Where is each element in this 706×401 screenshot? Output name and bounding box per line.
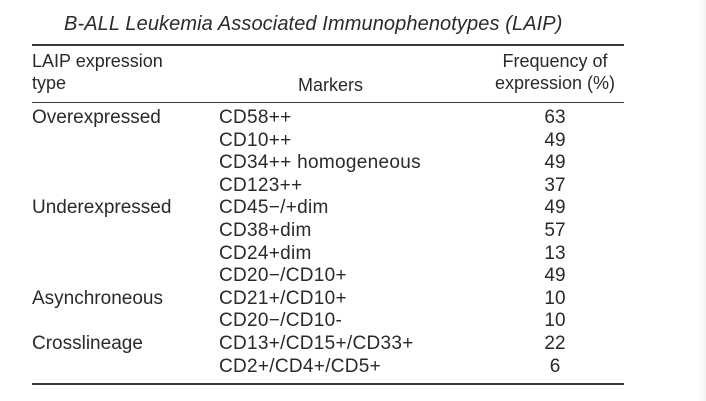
row-type: Underexpressed: [32, 197, 172, 219]
header-laip-type-line2: type: [32, 73, 67, 93]
table-caption: B-ALL Leukemia Associated Immunophenotyp…: [64, 13, 563, 35]
row-marker: CD38+dim: [219, 219, 312, 241]
table-row: CD123++ 37: [32, 175, 624, 198]
slide-edge-shadow: [698, 0, 706, 401]
row-type: Overexpressed: [32, 107, 161, 128]
row-frequency: 22: [544, 332, 566, 354]
table-row: CD10++ 49: [32, 130, 624, 153]
row-frequency: 57: [544, 219, 566, 241]
row-marker: CD10++: [219, 129, 292, 151]
laip-table: B-ALL Leukemia Associated Immunophenotyp…: [32, 12, 624, 386]
header-markers: Markers: [298, 75, 364, 95]
table-row: Overexpressed CD58++ 63: [32, 107, 624, 130]
row-marker: CD2+/CD4+/CD5+: [219, 355, 382, 377]
row-marker: CD45−/+dim: [219, 197, 329, 219]
table-row: CD20−/CD10+ 49: [32, 265, 624, 288]
header-laip-type: LAIP expression type: [32, 50, 202, 94]
header-frequency: Frequency of expression (%): [486, 50, 624, 94]
row-marker: CD21+/CD10+: [219, 287, 347, 309]
row-frequency: 10: [544, 310, 566, 332]
table-row: CD24+dim 13: [32, 243, 624, 266]
row-marker: CD20−/CD10-: [219, 310, 343, 332]
table-row: Underexpressed CD45−/+dim 49: [32, 197, 624, 220]
row-frequency: 49: [544, 129, 566, 151]
row-marker: CD34++ homogeneous: [219, 152, 421, 174]
bottom-rule: [32, 383, 624, 386]
table-row: CD20−/CD10- 10: [32, 310, 624, 333]
header-frequency-line2: expression (%): [494, 73, 616, 93]
table-row: CD38+dim 57: [32, 220, 624, 243]
header-frequency-line1: Frequency of: [502, 51, 608, 71]
row-frequency: 49: [544, 265, 566, 287]
row-type: Asynchroneous: [32, 287, 163, 309]
row-frequency: 10: [544, 287, 566, 309]
row-marker: CD58++: [219, 107, 292, 128]
row-frequency: 37: [544, 174, 566, 196]
row-marker: CD24+dim: [219, 242, 312, 264]
table-header: LAIP expression type Markers Frequency o…: [32, 46, 624, 102]
header-rule: [32, 102, 624, 103]
table-row: Crosslineage CD13+/CD15+/CD33+ 22: [32, 333, 624, 356]
top-rule: [32, 44, 624, 46]
row-frequency: 63: [544, 107, 566, 128]
row-frequency: 49: [544, 197, 566, 219]
row-marker: CD13+/CD15+/CD33+: [219, 332, 414, 354]
row-marker: CD123++: [219, 174, 303, 196]
table-body: Overexpressed CD58++ 63 CD10++ 49 CD34++…: [32, 103, 624, 383]
row-frequency: 6: [549, 355, 561, 377]
header-laip-type-line1: LAIP expression: [32, 51, 163, 71]
table-row: CD2+/CD4+/CD5+ 6: [32, 356, 624, 379]
table-row: Asynchroneous CD21+/CD10+ 10: [32, 288, 624, 311]
table-row: CD34++ homogeneous 49: [32, 152, 624, 175]
row-frequency: 49: [544, 152, 566, 174]
row-type: Crosslineage: [32, 332, 143, 354]
row-marker: CD20−/CD10+: [219, 265, 347, 287]
row-frequency: 13: [544, 242, 566, 264]
